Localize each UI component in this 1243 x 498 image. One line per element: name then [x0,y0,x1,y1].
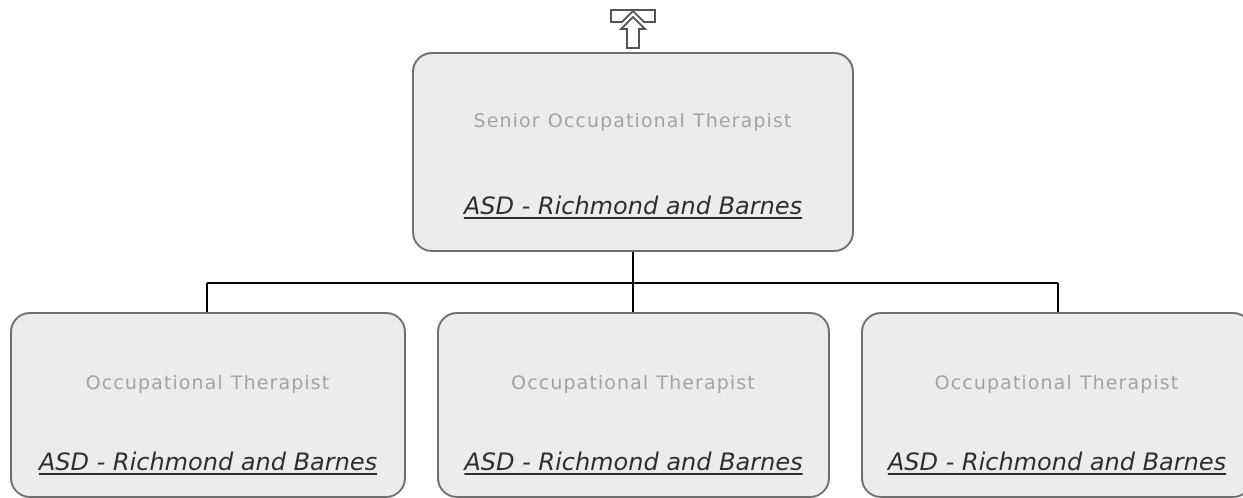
root-node: Senior Occupational Therapist ASD - Rich… [412,52,854,252]
child-node-link[interactable]: ASD - Richmond and Barnes [887,448,1227,476]
child-node-title: Occupational Therapist [934,372,1180,394]
child-node-link[interactable]: ASD - Richmond and Barnes [464,448,803,476]
child-node-3: Occupational Therapist ASD - Richmond an… [861,312,1243,498]
root-node-title: Senior Occupational Therapist [473,110,793,132]
child-node-1: Occupational Therapist ASD - Richmond an… [10,312,406,498]
navigate-up-button[interactable] [609,8,657,54]
child-node-title: Occupational Therapist [511,372,756,394]
child-node-link[interactable]: ASD - Richmond and Barnes [38,448,378,476]
root-node-link[interactable]: ASD - Richmond and Barnes [463,192,803,220]
child-node-2: Occupational Therapist ASD - Richmond an… [437,312,830,498]
child-node-title: Occupational Therapist [85,372,331,394]
navigate-up-icon [610,9,656,49]
